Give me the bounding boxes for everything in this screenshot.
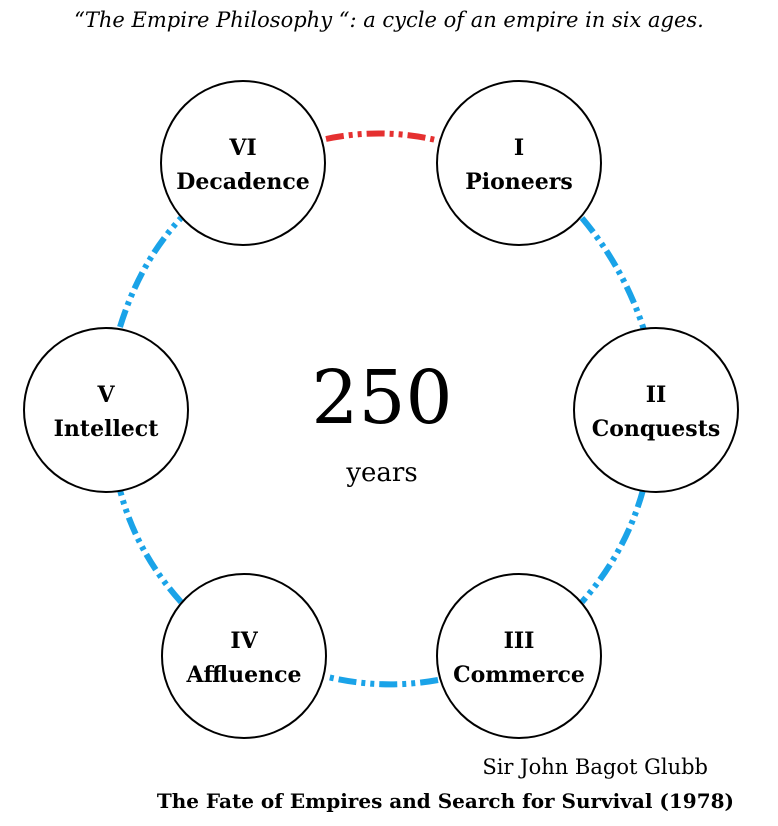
age-node-affluence: IV Affluence [161, 573, 327, 739]
cycle-duration-unit: years [345, 458, 417, 488]
age-node-intellect: V Intellect [23, 327, 189, 493]
age-circle [161, 573, 327, 739]
age-name: Intellect [54, 416, 160, 442]
age-node-pioneers: I Pioneers [436, 80, 602, 246]
age-node-conquests: II Conquests [573, 327, 739, 493]
age-numeral: III [504, 628, 535, 654]
age-node-decadence: VI Decadence [160, 80, 326, 246]
connectors [117, 130, 647, 688]
cycle-duration-number: 250 [311, 355, 452, 441]
age-name: Pioneers [465, 169, 573, 195]
age-circle [436, 573, 602, 739]
age-node-commerce: III Commerce [436, 573, 602, 739]
age-numeral: II [646, 382, 667, 408]
connector-affluence-intellect [117, 489, 184, 605]
connector-intellect-decadence [117, 215, 184, 328]
connector-commerce-affluence [327, 674, 439, 688]
age-circle [436, 80, 602, 246]
age-circle [573, 327, 739, 493]
age-numeral: V [96, 382, 115, 408]
author-name: Sir John Bagot Glubb [482, 755, 708, 779]
age-circle [23, 327, 189, 493]
age-name: Decadence [176, 169, 310, 195]
age-numeral: VI [228, 135, 256, 161]
age-numeral: IV [230, 628, 258, 654]
connector-conquests-commerce [579, 489, 646, 604]
age-circle [160, 80, 326, 246]
age-name: Conquests [592, 416, 721, 442]
diagram-caption: “The Empire Philosophy “: a cycle of an … [74, 8, 704, 32]
age-numeral: I [514, 135, 524, 161]
age-name: Affluence [185, 662, 301, 688]
book-title: The Fate of Empires and Search for Survi… [156, 789, 734, 813]
connector-pioneers-conquests [579, 216, 647, 331]
age-name: Commerce [453, 662, 585, 688]
connector-decadence-pioneers [325, 130, 441, 144]
